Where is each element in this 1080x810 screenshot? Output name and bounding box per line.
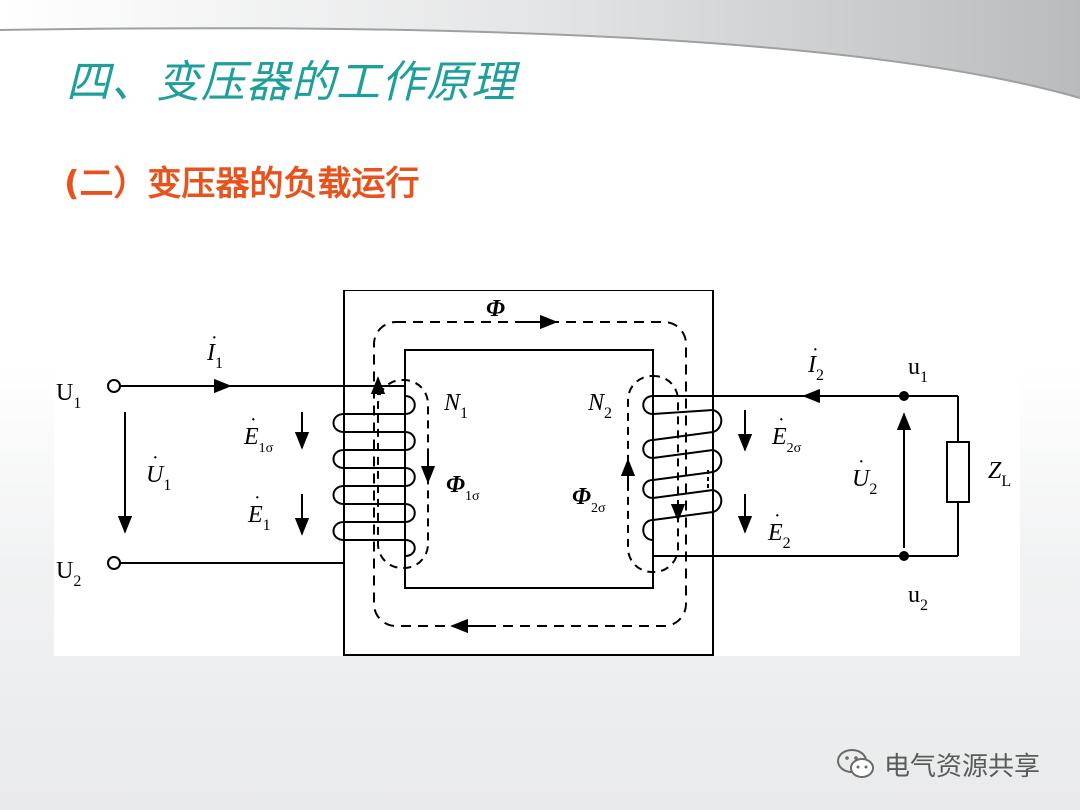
- watermark-text: 电气资源共享: [884, 751, 1041, 782]
- label-secondary-current: I2: [807, 352, 824, 384]
- primary-current-dot: ·: [211, 327, 218, 349]
- primary-voltage-dot: ·: [152, 447, 159, 469]
- label-main-flux: Φ: [486, 296, 505, 322]
- transformer-schematic: U1 U2 I1 · U1 · E1σ · E1 · N1 Φ1σ Φ N2 Φ…: [56, 289, 1011, 656]
- label-leakage-emf-1: E1σ: [243, 424, 274, 456]
- secondary-winding: [642, 395, 723, 541]
- label-emf-2: E2: [767, 520, 791, 552]
- leakage-emf-1-dot: ·: [250, 409, 257, 431]
- label-leakage-flux-2: Φ2σ: [572, 484, 606, 516]
- label-turns-1: N1: [443, 390, 468, 422]
- label-primary-current: I1: [206, 340, 223, 372]
- slide-subtitle: (二）变压器的负载运行: [64, 164, 420, 204]
- label-secondary-voltage: U2: [852, 466, 877, 498]
- header-swoosh: [0, 0, 1080, 99]
- transformer-diagram: U1 U2 I1 · U1 · E1σ · E1 · N1 Φ1σ Φ N2 Φ…: [54, 289, 1020, 656]
- leakage-emf-2-dot: ·: [778, 409, 785, 431]
- core-outer: [343, 289, 714, 656]
- terminal-u1: [107, 379, 121, 393]
- emf-2-dot: ·: [774, 505, 781, 527]
- label-leakage-emf-2: E2σ: [771, 424, 802, 456]
- terminal-u2: [107, 556, 121, 570]
- main-flux-path: [373, 321, 687, 627]
- secondary-voltage-dot: ·: [858, 451, 865, 473]
- label-primary-voltage: U1: [146, 462, 171, 494]
- label-secondary-node-bottom: u2: [908, 582, 928, 614]
- slide-title: 四、变压器的工作原理: [66, 57, 516, 108]
- label-secondary-node-top: u1: [908, 354, 928, 386]
- leakage-flux-1-path: [377, 379, 429, 569]
- node-u1: [899, 391, 909, 401]
- label-primary-terminal-bottom: U2: [56, 558, 81, 590]
- label-primary-terminal-top: U1: [56, 380, 81, 412]
- primary-winding: [332, 395, 416, 557]
- watermark: 电气资源共享: [836, 744, 1040, 784]
- load-impedance: [946, 441, 970, 503]
- label-leakage-flux-1: Φ1σ: [446, 472, 480, 504]
- label-emf-1: E1: [247, 502, 271, 534]
- label-load: ZL: [988, 458, 1011, 490]
- label-turns-2: N2: [587, 390, 612, 422]
- wechat-icon: [837, 749, 874, 778]
- emf-1-dot: ·: [254, 487, 261, 509]
- core-window: [404, 349, 654, 589]
- node-u2: [899, 551, 909, 561]
- secondary-current-dot: ·: [812, 339, 819, 361]
